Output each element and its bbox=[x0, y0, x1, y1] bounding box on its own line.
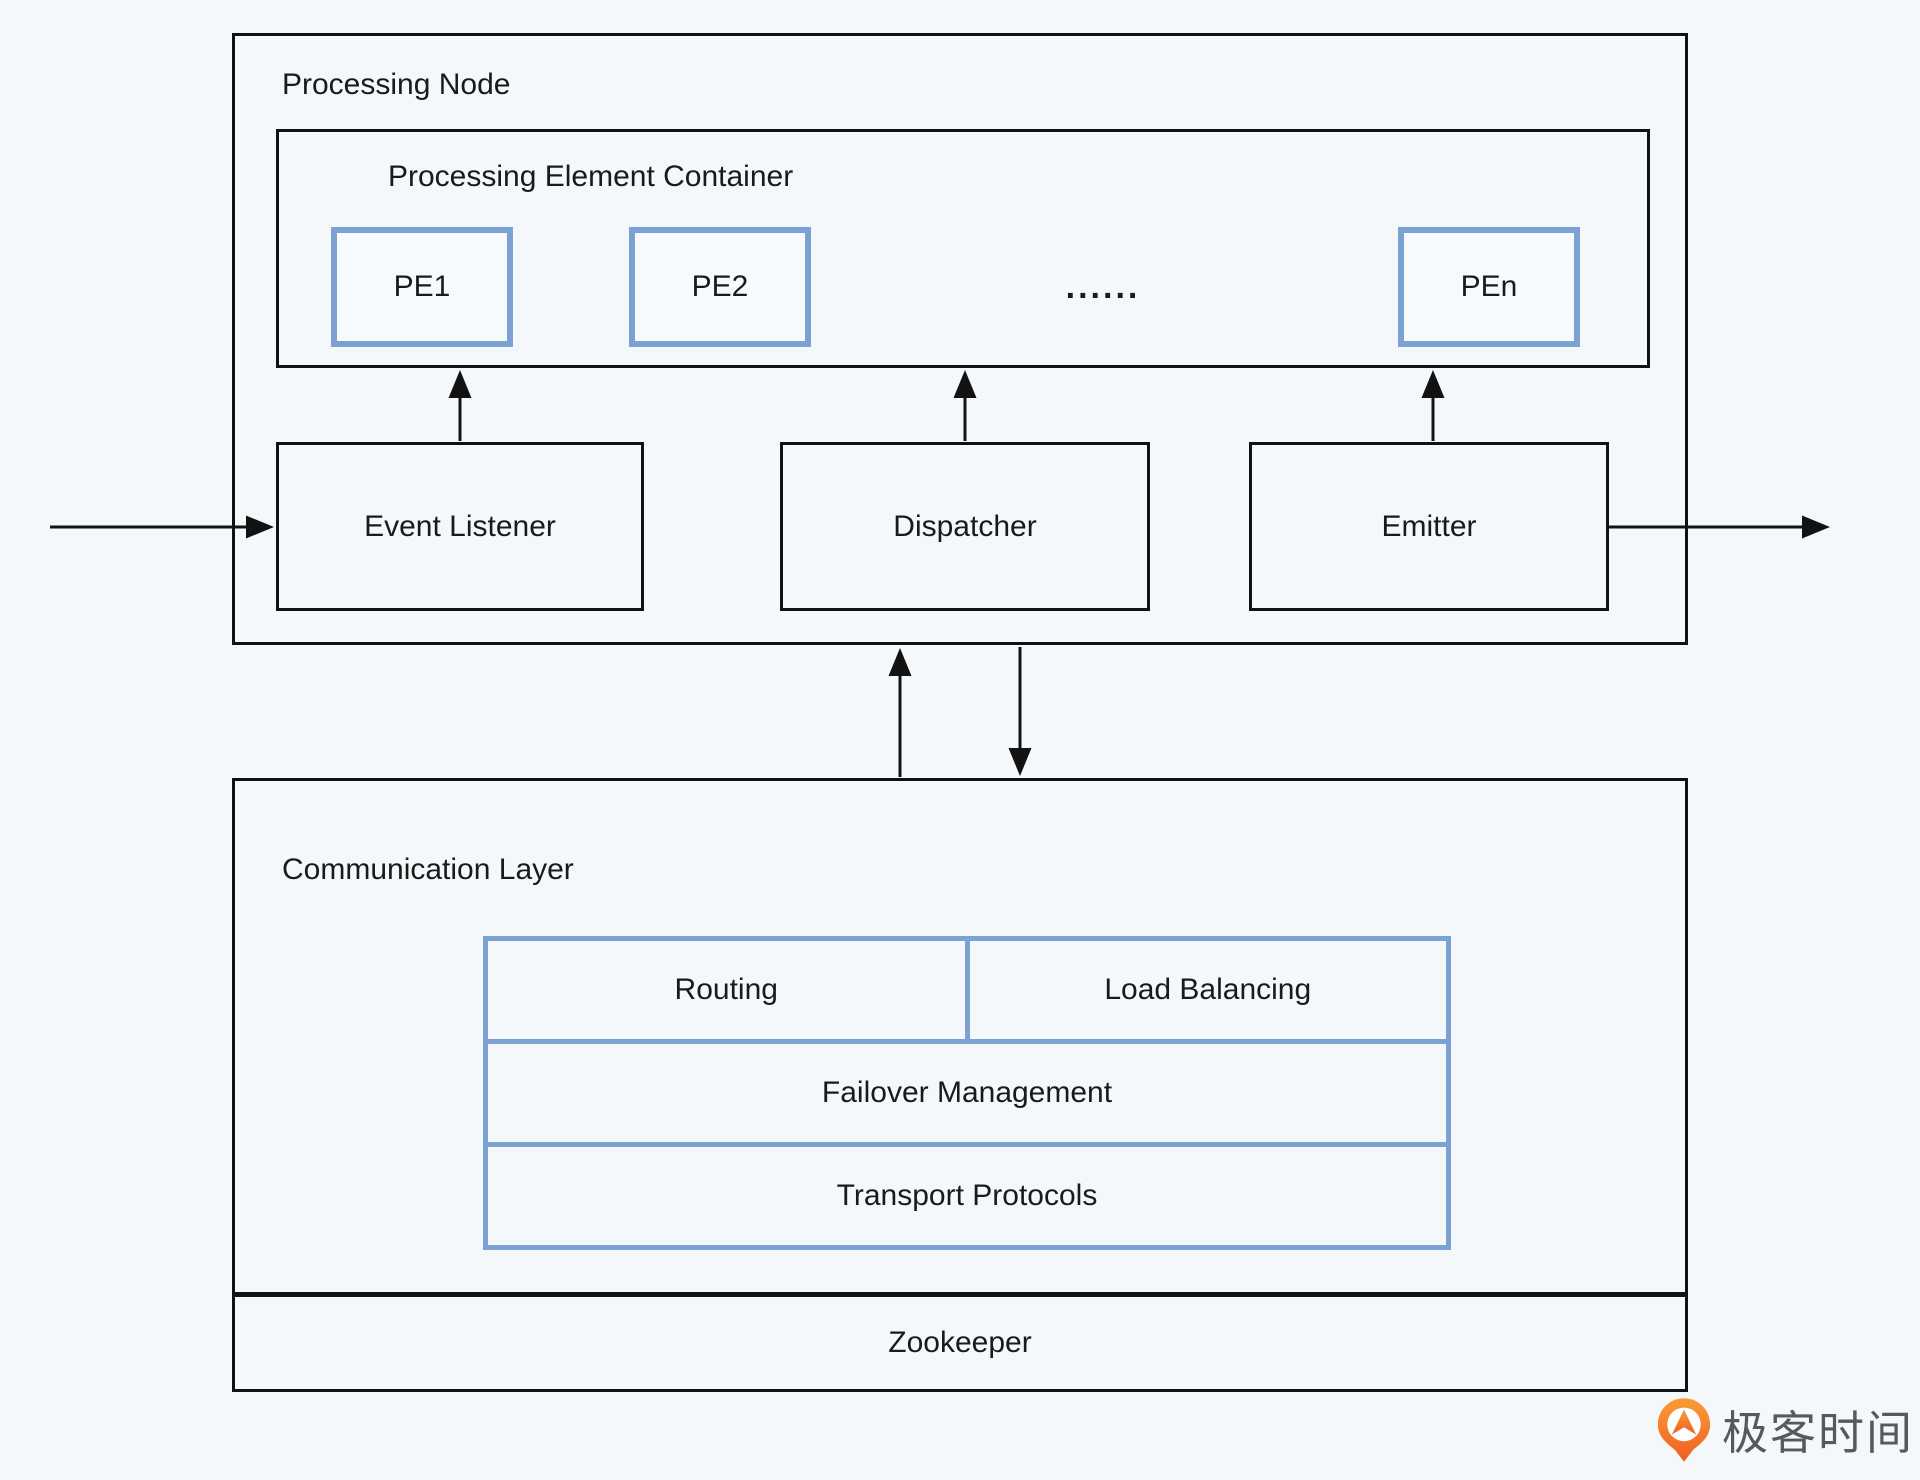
failover-management-label: Failover Management bbox=[821, 1076, 1113, 1109]
node-to-comm-arrow bbox=[1008, 647, 1032, 776]
dispatcher-box: Dispatcher bbox=[780, 442, 1150, 611]
pen-box: PEn bbox=[1398, 227, 1580, 347]
zookeeper-label: Zookeeper bbox=[888, 1326, 1032, 1359]
pe1-box: PE1 bbox=[331, 227, 513, 347]
load-balancing-label: Load Balancing bbox=[1104, 973, 1312, 1006]
load-balancing-box: Load Balancing bbox=[964, 941, 1447, 1039]
failover-management-box: Failover Management bbox=[488, 1044, 1446, 1142]
emitter-label: Emitter bbox=[1381, 509, 1477, 543]
comm-to-node-arrow bbox=[888, 648, 912, 777]
pe-container-box bbox=[276, 129, 1650, 368]
pe2-label: PE2 bbox=[691, 270, 749, 303]
pe2-box: PE2 bbox=[629, 227, 811, 347]
pe1-label: PE1 bbox=[393, 270, 451, 303]
communication-layer-box bbox=[232, 778, 1688, 1392]
services-row-2: Failover Management bbox=[488, 1039, 1446, 1142]
routing-label: Routing bbox=[674, 973, 778, 1006]
routing-box: Routing bbox=[488, 941, 965, 1039]
geektime-logo-icon bbox=[1657, 1398, 1711, 1462]
geektime-logo: 极客时间 bbox=[1656, 1396, 1914, 1464]
transport-protocols-label: Transport Protocols bbox=[836, 1179, 1098, 1212]
geektime-logo-text: 极客时间 bbox=[1722, 1407, 1914, 1459]
pen-label: PEn bbox=[1460, 270, 1518, 303]
event-listener-label: Event Listener bbox=[364, 509, 556, 543]
transport-protocols-box: Transport Protocols bbox=[488, 1147, 1446, 1245]
dispatcher-label: Dispatcher bbox=[893, 509, 1037, 543]
processing-node-title: Processing Node bbox=[282, 68, 511, 101]
services-stack: Routing Load Balancing Failover Manageme… bbox=[483, 936, 1451, 1250]
services-row-1: Routing Load Balancing bbox=[488, 941, 1446, 1039]
communication-layer-title: Communication Layer bbox=[282, 853, 574, 886]
services-row-3: Transport Protocols bbox=[488, 1142, 1446, 1245]
pe-ellipsis: ...... bbox=[1065, 268, 1141, 306]
zookeeper-box: Zookeeper bbox=[235, 1292, 1685, 1389]
pe-container-title: Processing Element Container bbox=[388, 160, 794, 193]
emitter-box: Emitter bbox=[1249, 442, 1609, 611]
processing-node-box bbox=[232, 33, 1688, 645]
event-listener-box: Event Listener bbox=[276, 442, 644, 611]
